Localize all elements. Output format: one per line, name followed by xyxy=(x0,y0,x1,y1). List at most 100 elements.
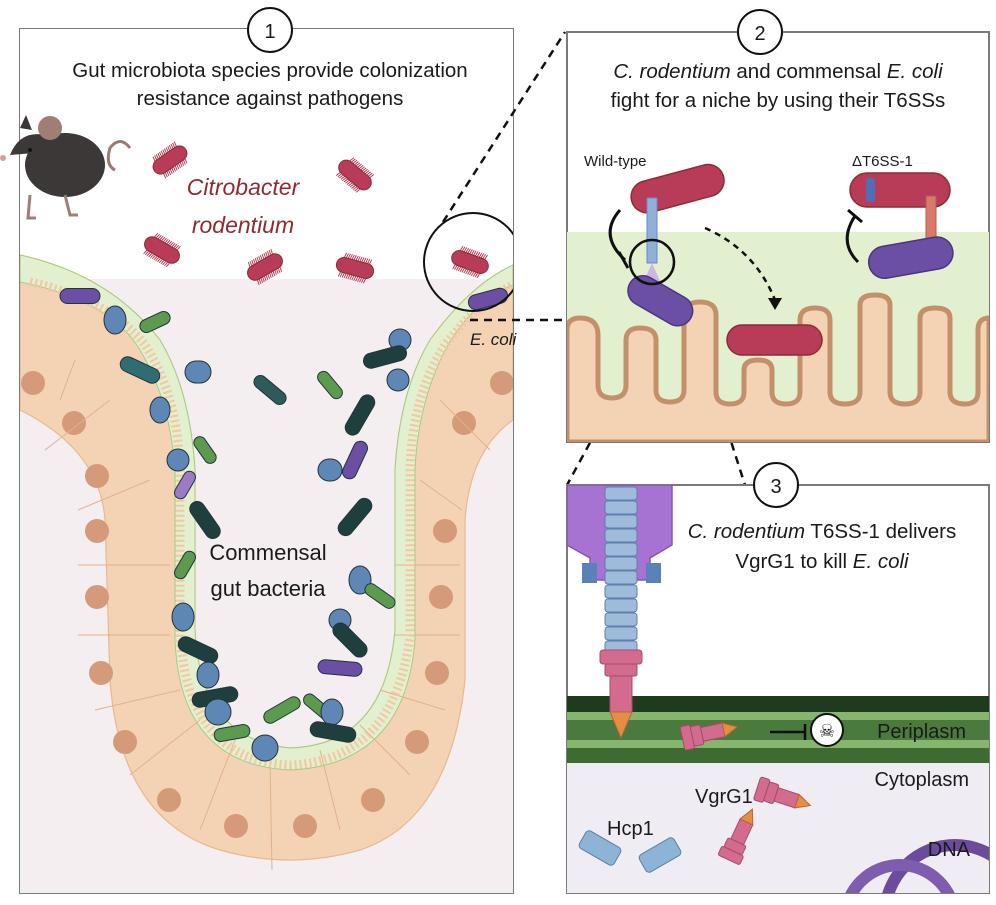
colonizing-citrobacter xyxy=(726,324,823,356)
commensal-bacterium xyxy=(139,310,171,334)
sheath-segment xyxy=(604,514,638,529)
step-number-1: 1 xyxy=(264,21,275,43)
hcp1-proteins xyxy=(578,830,682,873)
sheath-segment xyxy=(604,626,638,641)
commensal-bacterium xyxy=(362,345,408,369)
citrobacter-bacterium xyxy=(335,252,375,284)
cytoplasm-label: Cytoplasm xyxy=(875,769,969,791)
periplasm-label: Periplasm xyxy=(877,721,966,743)
step-badge-3 xyxy=(753,462,799,508)
citrobacter-bacterium xyxy=(335,157,375,193)
mutant-citrobacter xyxy=(849,172,951,247)
hcp1-label: Hcp1 xyxy=(607,818,654,840)
commensal-bacterium xyxy=(177,636,219,664)
panel-2: 2 C. rodentium and commensal E. coli fig… xyxy=(566,9,990,443)
title-plain-text: T6SS-1 delivers xyxy=(805,520,956,543)
microvilli xyxy=(29,277,513,770)
vgrg1-spike xyxy=(679,722,739,751)
commensal-bacterium xyxy=(342,440,368,480)
commensal-bacterium xyxy=(467,287,509,311)
commensal-bacterium xyxy=(119,356,161,384)
cell-nuclei xyxy=(21,371,513,838)
commensal-bacterium xyxy=(103,305,127,335)
citrobacter-bacterium xyxy=(247,249,283,285)
commensal-bacterium xyxy=(184,360,212,384)
sheath-segment xyxy=(604,486,638,501)
commensal-bacterium xyxy=(344,394,376,436)
sheath-segment xyxy=(604,598,638,613)
citrobacter-bacteria xyxy=(143,141,489,285)
panel-1: 1 Gut microbiota species provide coloniz… xyxy=(0,7,518,894)
commensal-bacterium xyxy=(253,374,287,406)
step-badge-1 xyxy=(247,7,293,53)
skull-icon xyxy=(810,713,844,747)
sheath-segment xyxy=(604,542,638,557)
sheath-segment xyxy=(604,584,638,599)
citrobacter-bacterium xyxy=(143,232,181,268)
vgrg1-spike xyxy=(753,776,812,809)
commensal-bacterium xyxy=(337,497,373,537)
commensal-bacterium xyxy=(309,721,357,743)
citrobacter-label-line1: Citrobacter xyxy=(187,174,301,200)
commensal-bacterium xyxy=(320,698,344,726)
panel-3-title-line1: C. rodentium T6SS-1 delivers xyxy=(688,520,957,543)
commensal-bacterium xyxy=(317,458,343,482)
commensal-bacterium xyxy=(317,370,343,400)
commensal-bacterium xyxy=(263,696,301,724)
citrobacter-bacterium xyxy=(152,141,188,179)
panel-1-title-line1: Gut microbiota species provide colonizat… xyxy=(72,59,467,82)
inner-membrane xyxy=(567,748,989,763)
commensal-bacteria xyxy=(59,287,509,762)
commensal-bacterium xyxy=(204,698,232,726)
step-number-3: 3 xyxy=(770,476,781,498)
title-plain-text: VgrG1 to kill xyxy=(735,550,852,573)
commensal-bacterium xyxy=(171,602,195,632)
periplasm-layer xyxy=(567,720,989,740)
commensal-bacterium xyxy=(364,583,396,609)
mutant-label: ΔT6SS-1 xyxy=(852,153,913,170)
inhibition-arrow xyxy=(845,215,860,264)
sheath-segment xyxy=(604,500,638,515)
mouse-icon xyxy=(0,115,132,220)
ecoli-label: E. coli xyxy=(470,330,518,349)
title-plain-text: and commensal xyxy=(731,60,887,83)
commensal-bacterium xyxy=(59,288,101,304)
dashed-arrow xyxy=(704,226,777,301)
commensal-bacterium xyxy=(149,396,171,424)
outer-membrane xyxy=(567,696,989,712)
commensal-bacterium xyxy=(317,659,363,677)
panel-3-title-line2: VgrG1 to kill E. coli xyxy=(735,550,910,573)
panel-1-title-line2: resistance against pathogens xyxy=(137,87,404,110)
sheath-segment xyxy=(604,556,638,571)
step-badge-2 xyxy=(737,9,783,55)
commensal-bacterium xyxy=(386,368,410,392)
commensal-bacterium xyxy=(166,448,190,472)
title-italic-c-rodentium: C. rodentium xyxy=(688,520,805,543)
sheath-segment xyxy=(604,570,638,585)
panel-2-title-line2: fight for a niche by using their T6SSs xyxy=(611,89,946,112)
skull-glyph: ☠ xyxy=(819,721,835,741)
wild-type-label: Wild-type xyxy=(584,153,647,170)
panel-1-header: 1 Gut microbiota species provide coloniz… xyxy=(72,7,468,110)
commensal-bacterium xyxy=(251,734,279,762)
panel-2-title-line1: C. rodentium and commensal E. coli xyxy=(613,60,944,83)
villi xyxy=(567,292,989,442)
commensal-bacterium xyxy=(193,436,217,464)
citrobacter-label-line2: rodentium xyxy=(192,212,294,238)
mucus-layer xyxy=(20,254,513,771)
zoom-circle xyxy=(423,212,513,312)
sheath-segment xyxy=(604,528,638,543)
vgrg1-spike xyxy=(717,808,754,865)
commensal-bacterium xyxy=(189,500,221,540)
vgrg1-proteins xyxy=(679,722,812,865)
vgrg1-label: VgrG1 xyxy=(695,786,753,808)
dna-label: DNA xyxy=(928,839,971,861)
mutant-ecoli xyxy=(867,236,954,279)
commensal-bacterium xyxy=(174,550,196,580)
commensal-label-line2: gut bacteria xyxy=(211,576,327,601)
target-ecoli xyxy=(627,275,694,327)
panel-3: ☠ 3 C. rodentium T6SS-1 delivers VgrG1 t… xyxy=(566,462,990,894)
t6ss-apparatus xyxy=(567,485,673,740)
tube-sheath xyxy=(604,486,638,655)
